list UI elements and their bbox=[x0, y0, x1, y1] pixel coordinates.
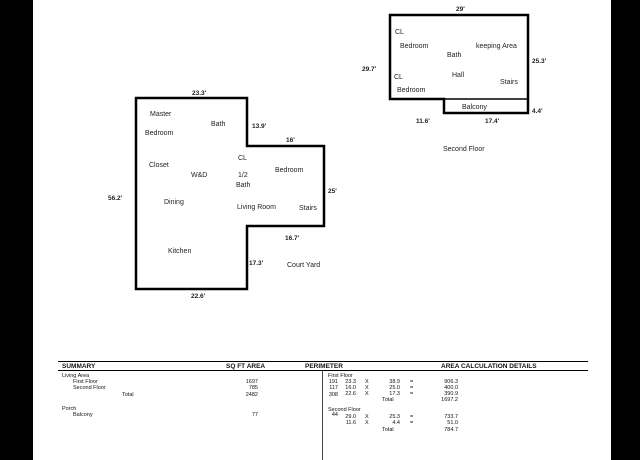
living-first-floor-name: First Floor bbox=[73, 379, 98, 385]
label-second-floor: Second Floor bbox=[443, 146, 485, 153]
dim-first-step-vertical: 17.3' bbox=[249, 260, 264, 267]
living-second-floor-sqft: 785 bbox=[248, 385, 258, 391]
calc-first-row1-eq: = bbox=[410, 379, 414, 385]
living-area-label: Living Area bbox=[62, 373, 90, 379]
calc-second-floor-label: Second Floor bbox=[328, 407, 361, 413]
porch-label: Porch bbox=[62, 406, 77, 412]
living-total-perimeter: 308 bbox=[328, 392, 338, 398]
room-hall: Hall bbox=[452, 72, 465, 79]
living-total-label: Total bbox=[122, 392, 134, 398]
room-cl: CL bbox=[238, 155, 247, 162]
floor-plan-drawing: Master Bedroom Bath Closet W&D CL 1/2 Ba… bbox=[108, 6, 547, 300]
calc-first-row1-b: 38.9 bbox=[389, 379, 400, 385]
summary-column-divider bbox=[322, 371, 323, 460]
calc-first-row3-b: 17.3 bbox=[389, 391, 400, 397]
dim-second-right: 25.3' bbox=[532, 58, 547, 65]
calc-first-total: 1697.2 bbox=[441, 397, 458, 403]
room-upper-bath: Bath bbox=[447, 52, 462, 59]
living-second-floor-name: Second Floor bbox=[73, 385, 106, 391]
calc-first-row3-result: 390.9 bbox=[444, 391, 458, 397]
header-area-calculation: AREA CALCULATION DETAILS bbox=[441, 362, 537, 370]
dim-second-balcony-side: 4.4' bbox=[532, 108, 543, 115]
calc-second-row1-a: 29.0 bbox=[345, 414, 356, 420]
header-summary: SUMMARY bbox=[62, 362, 96, 370]
room-upper-bedroom-top: Bedroom bbox=[400, 43, 429, 50]
room-upper-cl-top: CL bbox=[395, 29, 404, 36]
calc-second-row1-eq: = bbox=[410, 414, 414, 420]
living-total-sqft: 2482 bbox=[245, 392, 258, 398]
calc-first-row2-eq: = bbox=[410, 385, 414, 391]
calc-first-total-label: Total bbox=[382, 397, 394, 403]
dim-first-top: 23.3' bbox=[192, 90, 207, 97]
room-master-bedroom: Bedroom bbox=[145, 130, 174, 137]
dim-second-bottom-right: 17.4' bbox=[485, 118, 500, 125]
calc-first-row3-op: X bbox=[365, 391, 369, 397]
calc-first-row1-result: 906.3 bbox=[444, 379, 458, 385]
calc-second-row2-op: X bbox=[365, 420, 369, 426]
dim-second-left: 29.7' bbox=[362, 66, 377, 73]
porch-balcony-perimeter: 44 bbox=[331, 412, 338, 418]
room-half: 1/2 bbox=[238, 172, 248, 179]
room-balcony: Balcony bbox=[462, 104, 487, 111]
room-dining: Dining bbox=[164, 199, 184, 206]
room-upper-bedroom-bottom: Bedroom bbox=[397, 87, 426, 94]
room-bedroom: Bedroom bbox=[275, 167, 304, 174]
dim-first-notch-horizontal: 16' bbox=[286, 137, 295, 144]
room-kitchen: Kitchen bbox=[168, 248, 191, 255]
room-master: Master bbox=[150, 111, 172, 118]
room-closet: Closet bbox=[149, 162, 169, 169]
dim-first-notch-vertical: 13.9' bbox=[252, 123, 267, 130]
calc-first-row2-b: 25.0 bbox=[389, 385, 400, 391]
calc-second-row1-op: X bbox=[365, 414, 369, 420]
calc-second-total: 784.7 bbox=[444, 427, 458, 433]
summary-header-row: SUMMARY SQ FT AREA PERIMETER AREA CALCUL… bbox=[58, 361, 588, 371]
calc-first-row1-a: 23.3 bbox=[345, 379, 356, 385]
header-perimeter: PERIMETER bbox=[305, 362, 343, 370]
dim-first-left: 56.2' bbox=[108, 195, 123, 202]
living-first-floor-perimeter: 191 bbox=[328, 379, 338, 385]
calc-first-row3-eq: = bbox=[410, 391, 414, 397]
room-half-bath: Bath bbox=[236, 182, 251, 189]
room-keeping-area: keeping Area bbox=[476, 43, 517, 50]
room-upper-cl-bottom: CL bbox=[394, 74, 403, 81]
dim-second-top: 29' bbox=[456, 6, 465, 13]
calc-second-row2-a: 11.6 bbox=[345, 420, 356, 426]
first-floor-outline bbox=[134, 96, 326, 291]
calc-second-total-label: Total bbox=[382, 427, 394, 433]
calc-first-floor-label: First Floor bbox=[328, 373, 353, 379]
label-court-yard: Court Yard bbox=[287, 262, 320, 269]
calc-second-row2-b: 4.4 bbox=[392, 420, 400, 426]
calc-first-row2-op: X bbox=[365, 385, 369, 391]
living-first-floor-sqft: 1697 bbox=[245, 379, 258, 385]
room-master-bath: Bath bbox=[211, 121, 226, 128]
porch-balcony-sqft: 77 bbox=[251, 412, 258, 418]
calc-second-row2-result: 51.0 bbox=[447, 420, 458, 426]
porch-balcony-name: Balcony bbox=[73, 412, 93, 418]
calc-first-row3-a: 22.6 bbox=[345, 391, 356, 397]
second-floor-outline bbox=[388, 13, 530, 115]
calc-first-row2-result: 400.0 bbox=[444, 385, 458, 391]
dim-first-bottom: 22.6' bbox=[191, 293, 206, 300]
calc-second-row1-result: 733.7 bbox=[444, 414, 458, 420]
calc-first-row2-a: 16.0 bbox=[345, 385, 356, 391]
header-sq-ft-area: SQ FT AREA bbox=[226, 362, 266, 370]
room-wd: W&D bbox=[191, 172, 207, 179]
room-upper-stairs: Stairs bbox=[500, 79, 518, 86]
room-living-room: Living Room bbox=[237, 204, 276, 211]
calc-first-row1-op: X bbox=[365, 379, 369, 385]
dim-first-step-horizontal: 16.7' bbox=[285, 235, 300, 242]
calc-second-row2-eq: = bbox=[410, 420, 414, 426]
living-second-floor-perimeter: 117 bbox=[329, 385, 338, 391]
dim-first-right: 25' bbox=[328, 188, 337, 195]
dim-second-bottom-left: 11.6' bbox=[416, 118, 430, 125]
calc-second-row1-b: 25.3 bbox=[389, 414, 400, 420]
area-summary-table: SUMMARY SQ FT AREA PERIMETER AREA CALCUL… bbox=[58, 361, 588, 460]
floor-plan-sheet: Master Bedroom Bath Closet W&D CL 1/2 Ba… bbox=[33, 0, 611, 460]
room-stairs: Stairs bbox=[299, 205, 317, 212]
